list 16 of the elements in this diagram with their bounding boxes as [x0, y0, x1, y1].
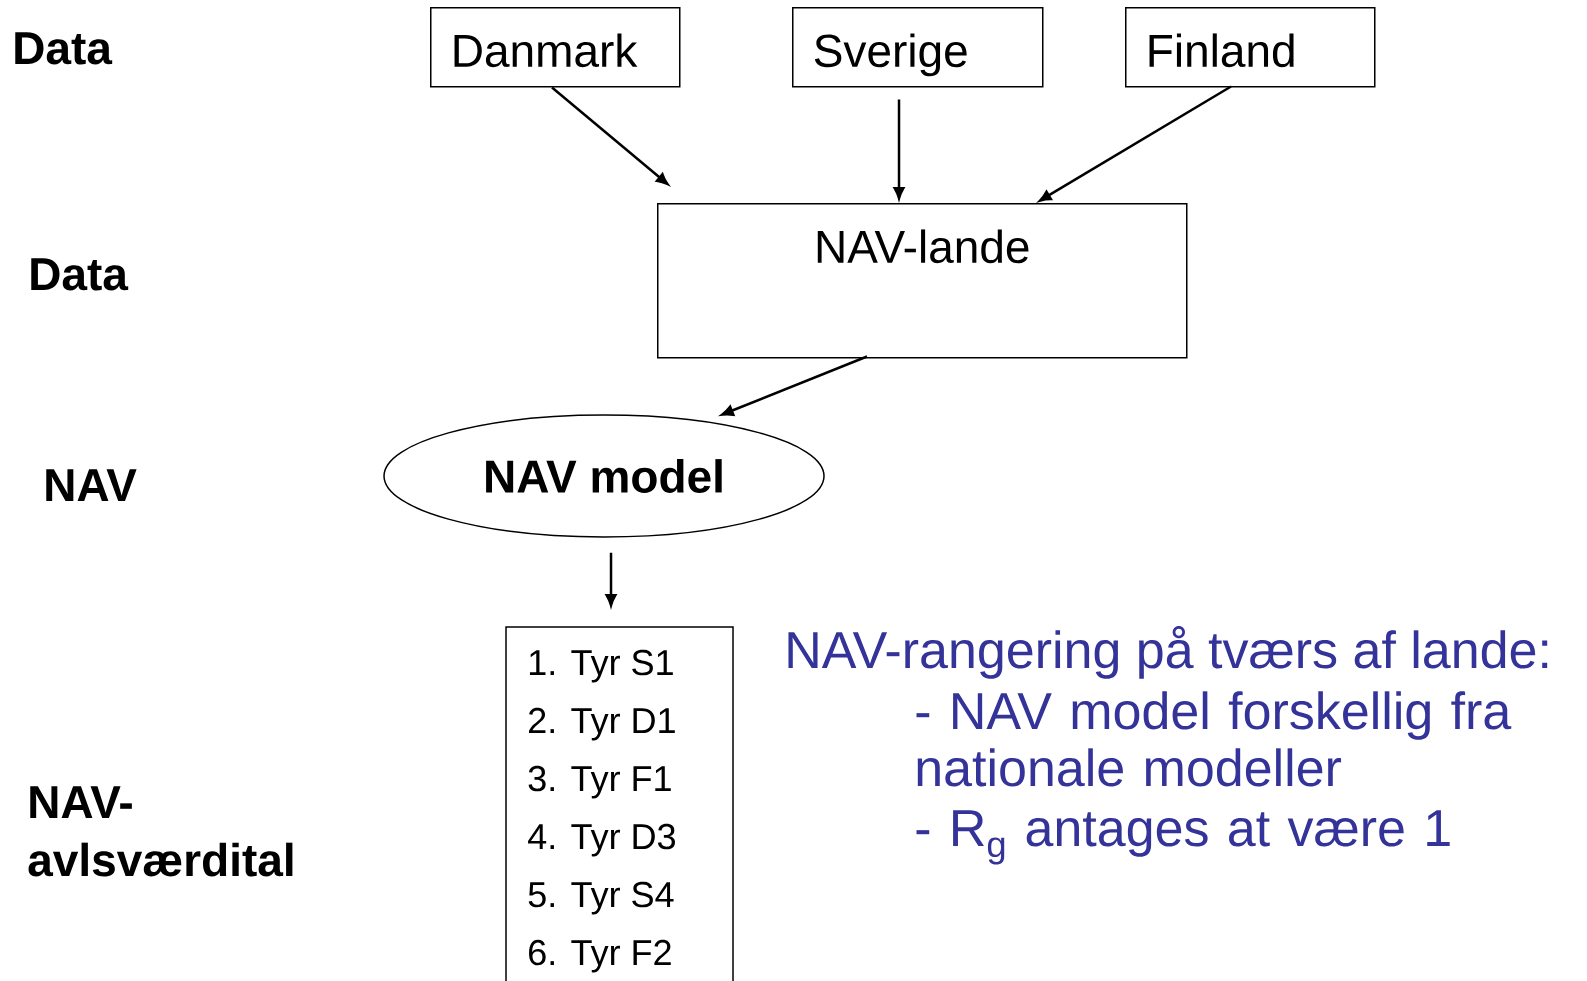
arrow — [605, 552, 617, 607]
process-box: Sverige — [792, 7, 1044, 88]
ranking-list: 1. Tyr S1 2. Tyr D1 3. Tyr F1 4. Tyr D3 5. Tyr S4 6. Tyr F2 — [505, 626, 734, 981]
row-label: NAV — [46, 469, 137, 501]
row-label: NAV- avlsværdital — [28, 786, 293, 877]
note-bullet: - R$_{g}$ antages at være 1 — [916, 810, 1450, 865]
arrow — [893, 99, 905, 200]
note-heading: NAV-rangering på tværs af lande: — [788, 626, 1548, 679]
arrow — [551, 86, 669, 186]
arrow — [721, 355, 868, 416]
process-box: Finland — [1125, 7, 1376, 88]
row-label: Data — [15, 32, 113, 65]
arrow — [1038, 85, 1232, 202]
process-box: NAV-lande — [657, 203, 1188, 359]
process-box: Danmark — [430, 7, 681, 88]
row-label: Data — [31, 258, 129, 291]
